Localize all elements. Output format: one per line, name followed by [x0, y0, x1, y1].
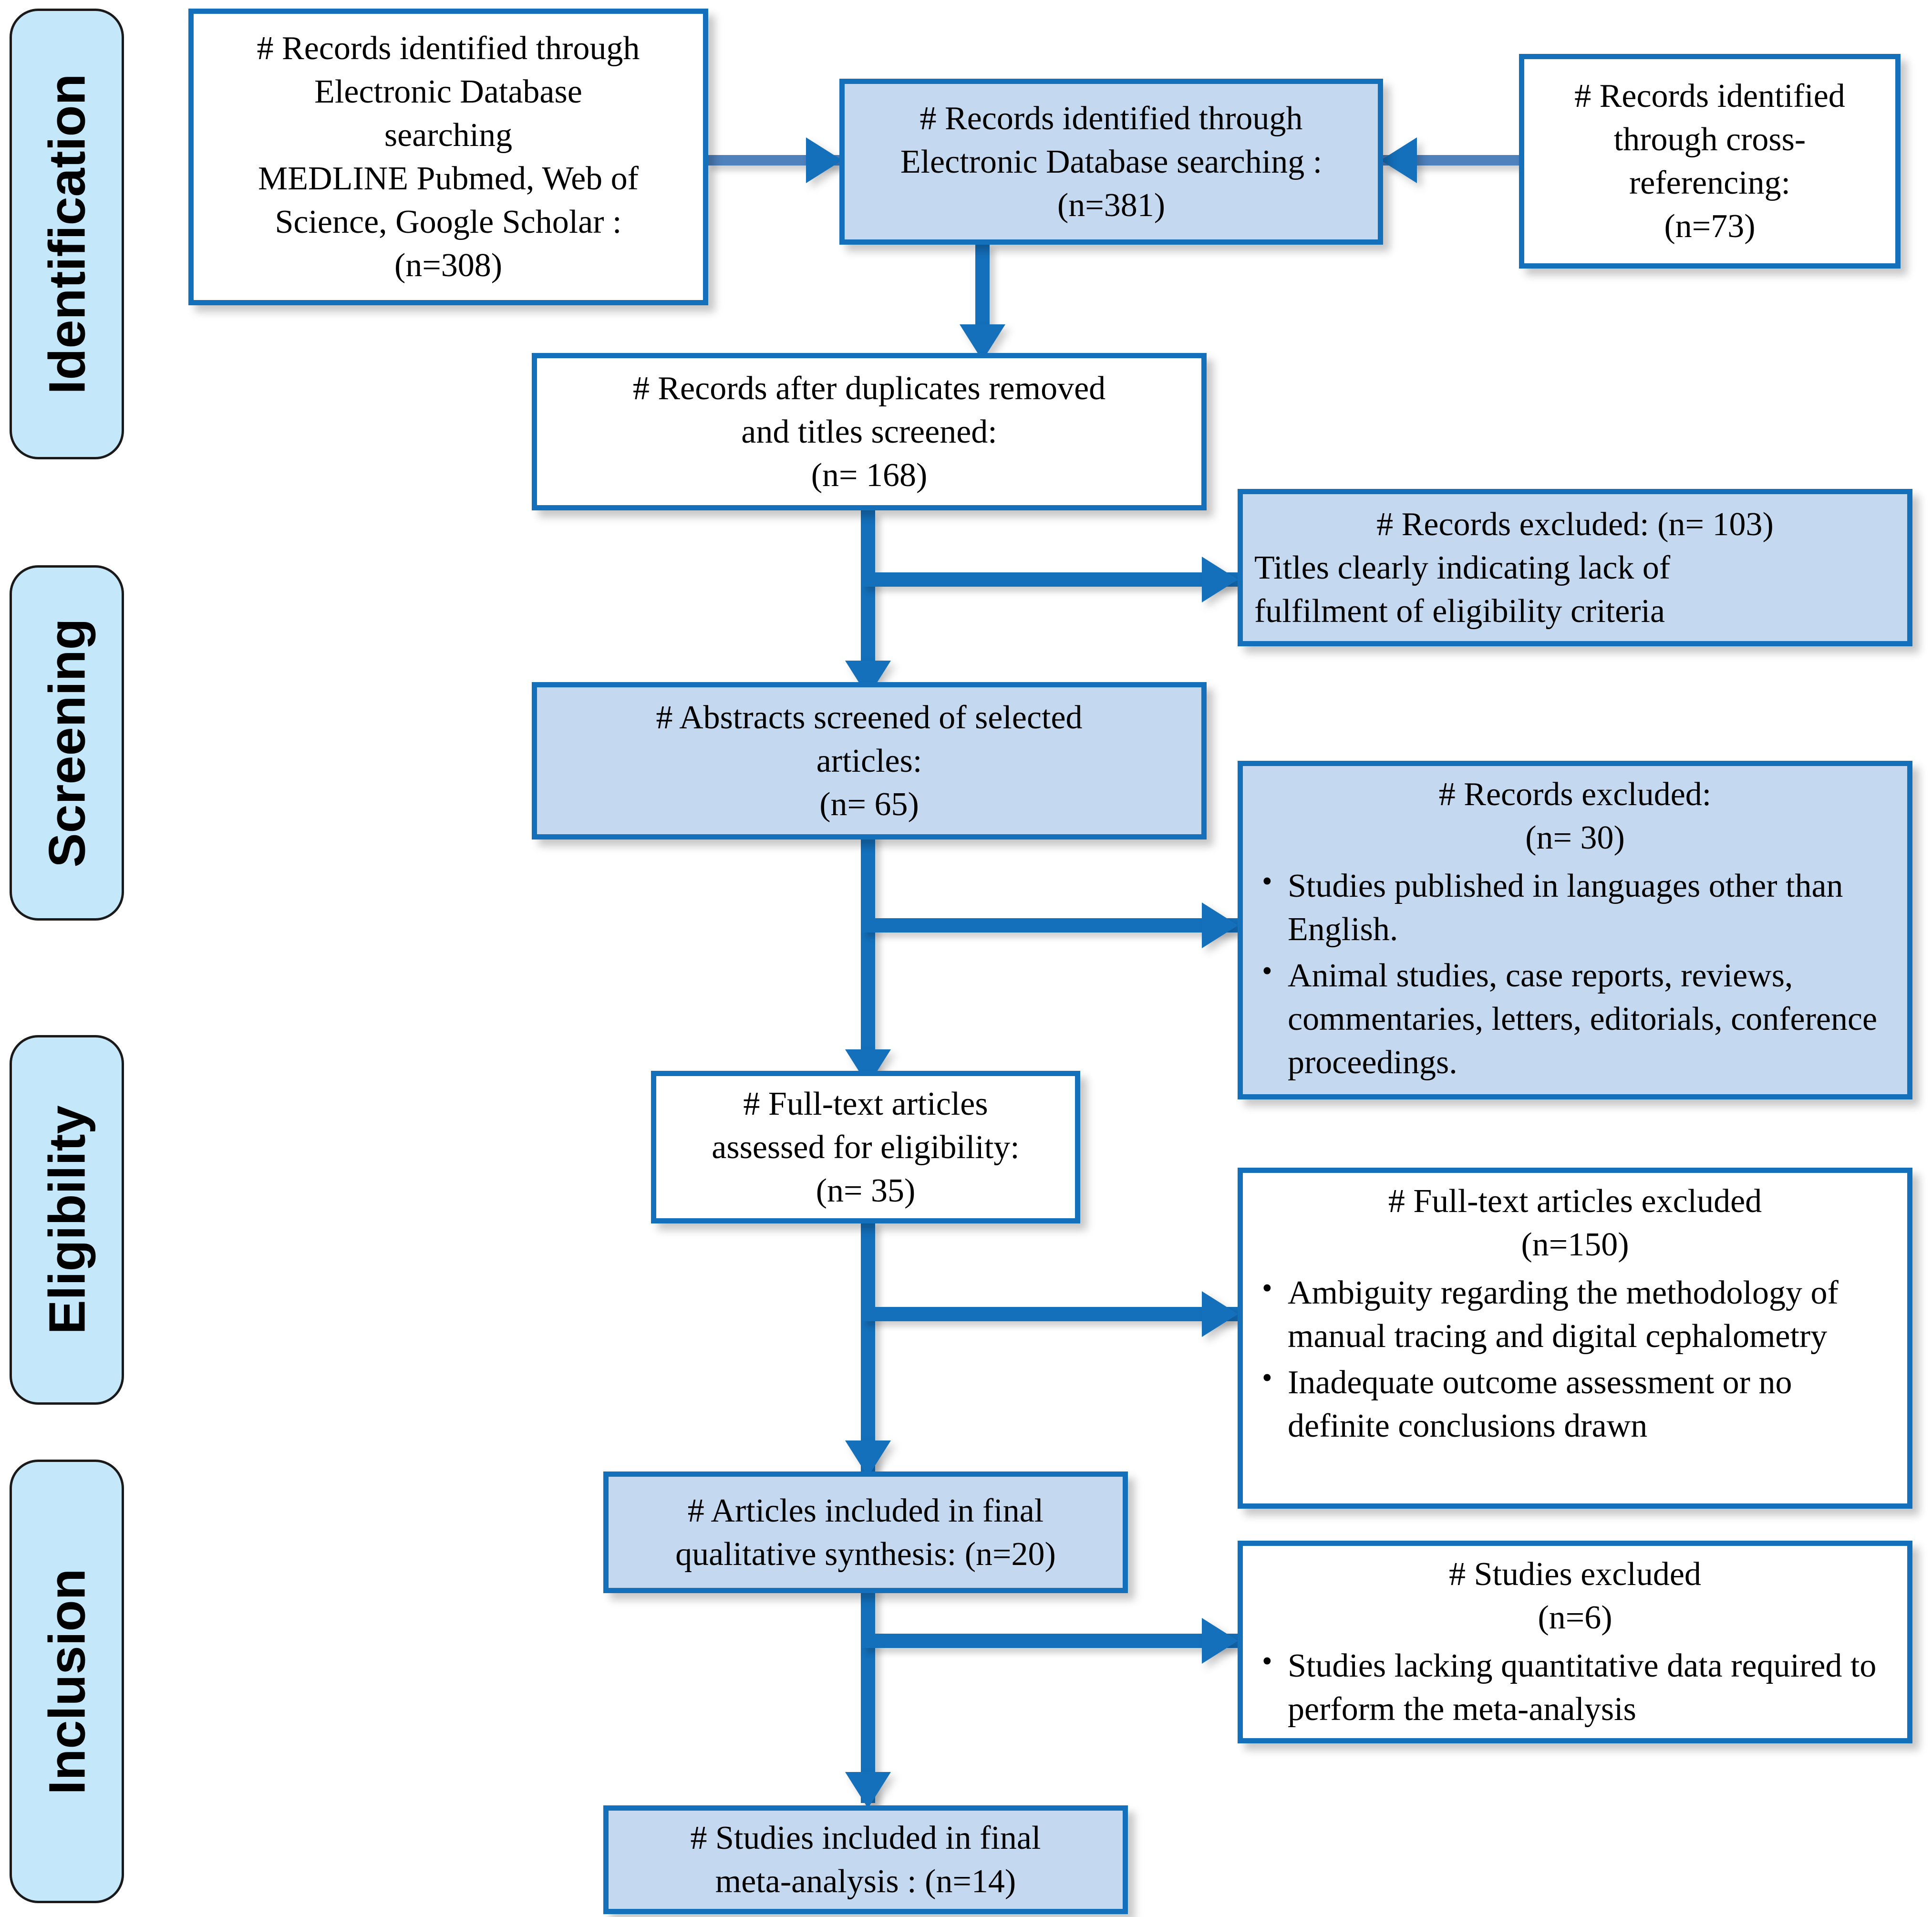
line: # Records identified	[1574, 78, 1845, 114]
line: Titles clearly indicating lack of	[1254, 549, 1671, 586]
line: Science, Google Scholar :	[275, 204, 622, 240]
box-records-excluded-titles: # Records excluded: (n= 103) Titles clea…	[1238, 489, 1912, 646]
line: (n=73)	[1664, 208, 1756, 245]
list-item: Studies lacking quantitative data requir…	[1254, 1642, 1896, 1731]
line: # Records excluded: (n= 103)	[1376, 506, 1774, 543]
line: # Records identified through	[257, 30, 640, 67]
phase-label-identification: Identification	[38, 73, 96, 394]
connector-crossref-to-combined	[1383, 155, 1521, 166]
arrowhead-fulltext-to-qualitative	[845, 1440, 891, 1477]
line: # Records identified through	[920, 100, 1303, 137]
box-fulltext-excluded-text: # Full-text articles excluded (n=150) Am…	[1254, 1180, 1896, 1451]
arrowhead-qualitative-to-studiesexcluded	[1202, 1618, 1238, 1664]
box-records-excluded-abstracts: # Records excluded: (n= 30) Studies publ…	[1238, 761, 1912, 1099]
line: # Full-text articles excluded	[1388, 1183, 1762, 1220]
box-abstracts-screened: # Abstracts screened of selected article…	[532, 682, 1207, 839]
line: fulfilment of eligibility criteria	[1254, 592, 1665, 630]
line: Electronic Database searching :	[900, 143, 1322, 180]
line: qualitative synthesis: (n=20)	[675, 1535, 1056, 1573]
phase-pill-inclusion: Inclusion	[10, 1460, 124, 1903]
box-records-excluded-titles-text: # Records excluded: (n= 103) Titles clea…	[1254, 503, 1896, 633]
connector-qualitative-to-studiesexcluded	[861, 1634, 1238, 1648]
line: (n=381)	[1057, 187, 1166, 224]
arrowhead-fulltext-to-fulltextexcluded	[1202, 1291, 1238, 1337]
box-studies-excluded: # Studies excluded (n=6) Studies lacking…	[1238, 1541, 1912, 1743]
box-cross-referencing-text: # Records identified through cross- refe…	[1536, 74, 1884, 248]
box-records-excluded-abstracts-text: # Records excluded: (n= 30) Studies publ…	[1254, 773, 1896, 1087]
line: # Records after duplicates removed	[632, 370, 1106, 407]
line: through cross-	[1613, 121, 1806, 158]
line: and titles screened:	[741, 413, 997, 450]
line: (n=150)	[1521, 1226, 1629, 1263]
box-meta-analysis-text: # Studies included in final meta-analysi…	[620, 1816, 1111, 1903]
line: # Studies excluded	[1449, 1556, 1701, 1593]
arrowhead-dbsearch-to-combined	[806, 137, 842, 183]
phase-pill-screening: Screening	[10, 565, 124, 921]
connector-combined-to-duplicates	[975, 243, 990, 332]
box-fulltext-assessed-text: # Full-text articles assessed for eligib…	[668, 1082, 1064, 1212]
bullet-list-excluded-abstracts: Studies published in languages other tha…	[1254, 862, 1896, 1084]
line: (n= 168)	[811, 456, 928, 494]
bullet-list-fulltext-excluded: Ambiguity regarding the methodology of m…	[1254, 1269, 1896, 1448]
box-fulltext-assessed: # Full-text articles assessed for eligib…	[651, 1071, 1080, 1223]
line: Electronic Database	[314, 73, 582, 110]
box-abstracts-screened-text: # Abstracts screened of selected article…	[548, 696, 1190, 826]
line: # Abstracts screened of selected	[656, 699, 1083, 736]
line: referencing:	[1629, 165, 1791, 201]
list-item: Studies published in languages other tha…	[1254, 862, 1896, 951]
bullet-list-studies-excluded: Studies lacking quantitative data requir…	[1254, 1642, 1896, 1731]
line: searching	[384, 117, 513, 154]
connector-abstracts-to-fulltext	[861, 830, 875, 1068]
line: articles:	[816, 742, 922, 779]
phase-pill-identification: Identification	[10, 9, 124, 459]
line: (n= 35)	[816, 1172, 916, 1209]
connector-fulltext-to-fulltextexcluded	[861, 1307, 1238, 1321]
list-item: Animal studies, case reports, reviews, c…	[1254, 952, 1896, 1084]
box-combined-records: # Records identified through Electronic …	[839, 79, 1383, 245]
arrowhead-qualitative-to-meta	[845, 1772, 891, 1808]
line: assessed for eligibility:	[712, 1129, 1020, 1166]
line: # Studies included in final	[690, 1820, 1041, 1856]
box-studies-excluded-text: # Studies excluded (n=6) Studies lacking…	[1254, 1553, 1896, 1734]
line: # Articles included in final	[687, 1492, 1044, 1529]
line: (n=308)	[394, 247, 503, 284]
connector-duplicates-to-excludedtitles	[861, 572, 1238, 587]
line: MEDLINE Pubmed, Web of	[258, 160, 639, 197]
box-fulltext-excluded: # Full-text articles excluded (n=150) Am…	[1238, 1168, 1912, 1509]
box-database-search-text: # Records identified through Electronic …	[205, 27, 692, 287]
line: (n= 65)	[819, 786, 919, 823]
line: meta-analysis : (n=14)	[715, 1863, 1016, 1900]
arrowhead-abstracts-to-excludedabstracts	[1202, 902, 1238, 948]
box-duplicates-removed: # Records after duplicates removed and t…	[532, 353, 1207, 510]
line: # Records excluded:	[1438, 776, 1712, 813]
arrowhead-duplicates-to-excludedtitles	[1202, 557, 1238, 602]
connector-qualitative-to-meta	[861, 1555, 875, 1803]
box-duplicates-removed-text: # Records after duplicates removed and t…	[548, 367, 1190, 497]
box-qualitative-synthesis: # Articles included in final qualitative…	[603, 1471, 1128, 1593]
connector-fulltext-to-qualitative	[861, 1221, 875, 1471]
box-cross-referencing: # Records identified through cross- refe…	[1519, 54, 1901, 269]
phase-label-screening: Screening	[38, 618, 96, 868]
line: (n=6)	[1538, 1599, 1612, 1636]
connector-abstracts-to-excludedabstracts	[861, 918, 1238, 933]
arrowhead-crossref-to-combined	[1381, 137, 1417, 183]
list-item: Ambiguity regarding the methodology of m…	[1254, 1269, 1896, 1358]
connector-duplicates-to-abstracts	[861, 510, 875, 675]
phase-label-inclusion: Inclusion	[38, 1568, 96, 1795]
line: (n= 30)	[1525, 819, 1625, 856]
box-qualitative-synthesis-text: # Articles included in final qualitative…	[620, 1489, 1111, 1576]
box-combined-records-text: # Records identified through Electronic …	[856, 97, 1366, 227]
box-database-search: # Records identified through Electronic …	[188, 9, 708, 305]
line: # Full-text articles	[743, 1085, 988, 1122]
list-item: Inadequate outcome assessment or no defi…	[1254, 1359, 1896, 1448]
box-meta-analysis: # Studies included in final meta-analysi…	[603, 1805, 1128, 1914]
phase-pill-eligibility: Eligibility	[10, 1035, 124, 1405]
phase-label-eligibility: Eligibility	[38, 1105, 96, 1335]
